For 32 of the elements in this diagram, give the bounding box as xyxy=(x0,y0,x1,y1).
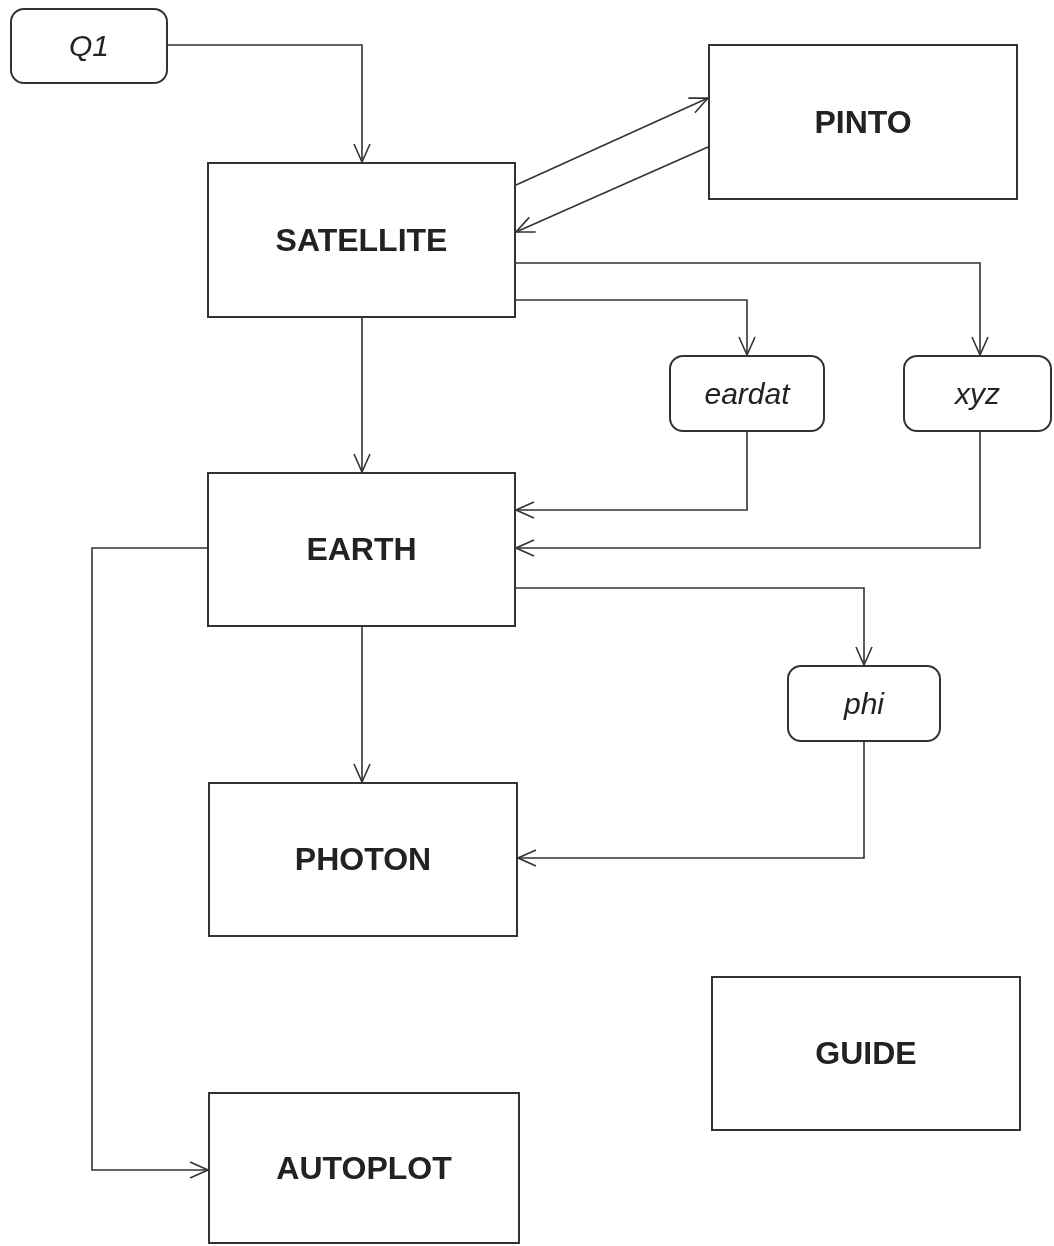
arrow xyxy=(167,44,371,163)
node-label: GUIDE xyxy=(815,1035,917,1072)
node-label: SATELLITE xyxy=(275,221,448,259)
process-box xyxy=(207,162,516,318)
arrow xyxy=(517,741,865,867)
node-label: EARTH xyxy=(306,531,417,568)
arrow xyxy=(515,299,756,356)
process-box xyxy=(208,782,518,937)
process-box xyxy=(207,472,516,627)
rounded-box xyxy=(10,8,168,84)
node-label: AUTOPLOT xyxy=(276,1149,452,1187)
process-box xyxy=(208,1092,520,1244)
node-label: phi xyxy=(843,686,884,721)
arrow xyxy=(515,262,989,356)
rounded-box xyxy=(903,355,1052,432)
node-label: Q1 xyxy=(69,29,109,63)
arrow xyxy=(353,317,371,473)
arrow xyxy=(515,431,748,519)
arrow xyxy=(515,146,709,233)
rounded-box xyxy=(669,355,825,432)
process-box xyxy=(711,976,1021,1131)
arrow xyxy=(515,587,873,666)
arrow xyxy=(91,547,209,1179)
process-box xyxy=(708,44,1018,200)
arrow xyxy=(353,626,371,783)
arrow xyxy=(515,431,981,557)
node-label: PHOTON xyxy=(294,841,432,878)
rounded-box xyxy=(787,665,941,742)
node-label: PINTO xyxy=(814,103,912,141)
arrow xyxy=(515,97,709,186)
node-label: xyz xyxy=(955,376,1000,411)
node-label: eardat xyxy=(704,376,790,411)
